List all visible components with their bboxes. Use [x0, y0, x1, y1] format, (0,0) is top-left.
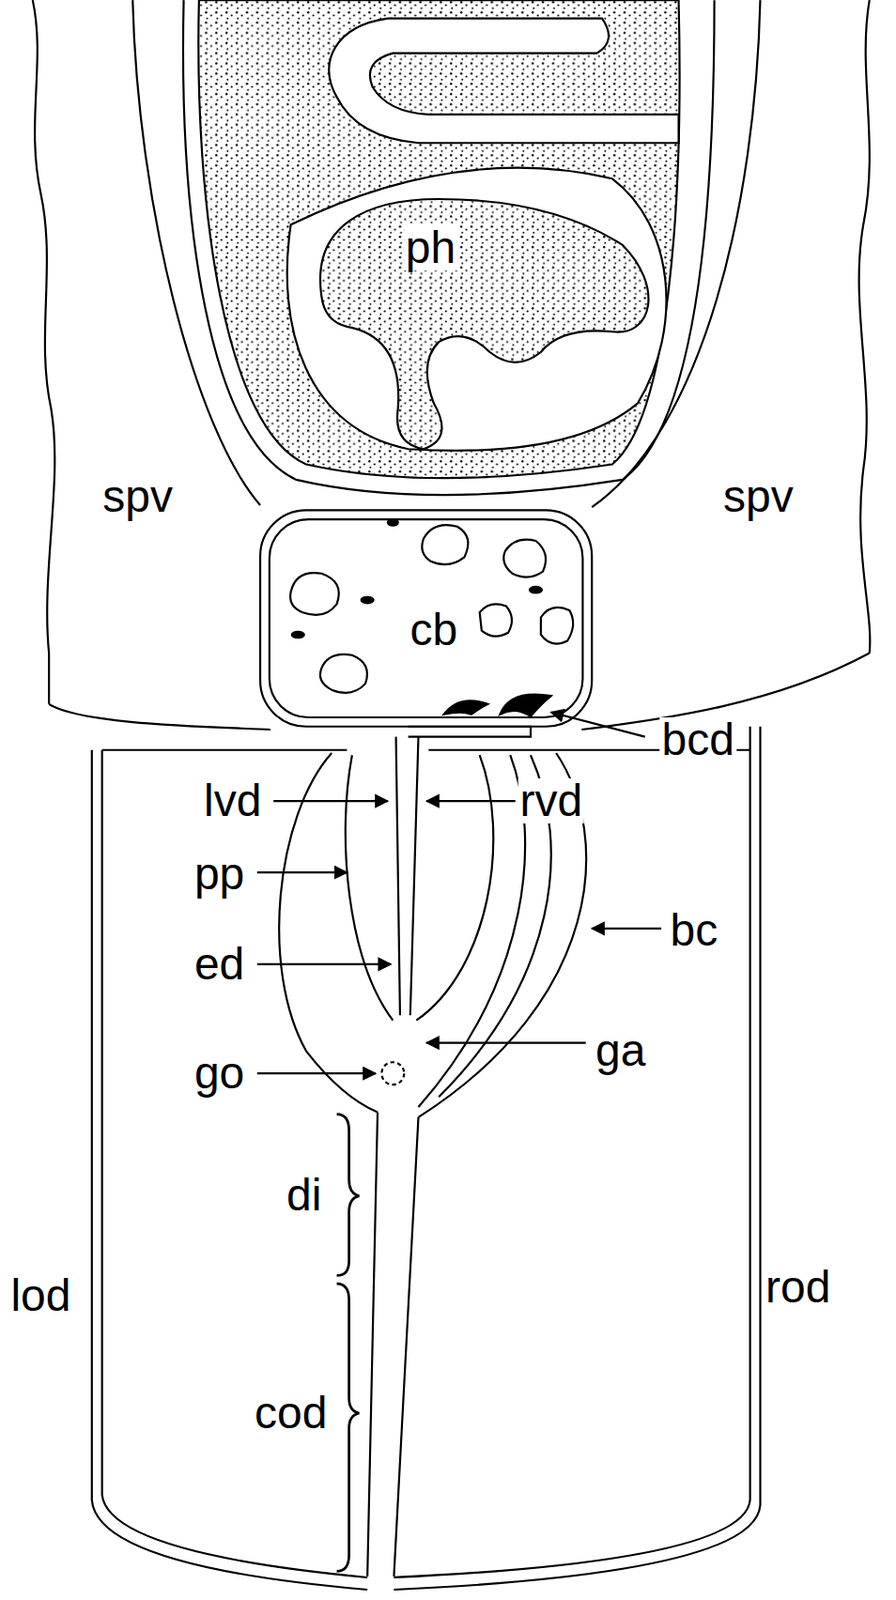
- penis-papilla-right: [416, 755, 494, 1021]
- body-margin-left: [32, 0, 56, 705]
- leader-arrow: [426, 800, 516, 803]
- bulb-inner-wall: [269, 519, 584, 718]
- body-margin-right: [859, 0, 871, 653]
- part-label: ph: [403, 225, 458, 271]
- leader-arrow: [273, 800, 388, 803]
- leader-arrows: [257, 712, 662, 1075]
- part-label: lod: [8, 1273, 73, 1319]
- bursal-canal-left: [278, 753, 378, 1113]
- part-label: ga: [593, 1028, 648, 1074]
- atrium-and-ducts: [92, 726, 761, 1591]
- leader-arrow: [257, 1072, 376, 1075]
- leader-arrow: [257, 963, 391, 966]
- part-label: di: [284, 1173, 324, 1219]
- part-label: ed: [192, 942, 247, 988]
- pharynx-wall: [198, 0, 680, 479]
- leader-arrow: [257, 871, 348, 874]
- part-label: rod: [763, 1265, 833, 1311]
- part-label: cb: [407, 607, 460, 653]
- atrium-roof: [102, 749, 751, 752]
- leader-arrow: [426, 1042, 587, 1045]
- penis-papilla-left: [345, 755, 394, 1021]
- brace: [337, 1283, 360, 1572]
- bursal-canal-duct: [444, 700, 489, 714]
- left-oviduct: [92, 750, 368, 1591]
- gonopore: [381, 1062, 404, 1085]
- leader-arrow: [591, 927, 662, 930]
- bursal-canal-wall: [417, 755, 526, 1108]
- body-outline: [32, 0, 871, 751]
- part-label: spv: [100, 474, 175, 520]
- bulb-floor: [408, 726, 531, 738]
- part-label: rvd: [517, 778, 585, 824]
- right-oviduct: [393, 726, 760, 1591]
- part-label: go: [192, 1050, 247, 1097]
- pharyngeal-pocket: [183, 0, 715, 495]
- bulb-vesicle: [540, 607, 573, 645]
- part-label: spv: [721, 474, 796, 520]
- bulb-nucleus: [292, 632, 305, 639]
- bulb-vesicle: [503, 540, 546, 578]
- leader-arrow: [551, 712, 646, 738]
- bulb-vesicle: [479, 603, 512, 636]
- bulb-vesicle: [421, 525, 468, 565]
- bursal-canal-right: [417, 753, 587, 1118]
- part-label: bcd: [660, 717, 737, 763]
- bulb-vesicle: [320, 654, 368, 694]
- brace: [337, 1114, 360, 1277]
- pharynx-core: [320, 199, 649, 449]
- common-oviduct: [367, 1112, 418, 1576]
- bulb-nucleus: [529, 587, 542, 594]
- part-label: lvd: [201, 778, 263, 824]
- pharynx-lumen-top: [328, 18, 679, 144]
- bursal-canal-duct: [499, 695, 551, 717]
- copulatory-bulb: [260, 509, 592, 737]
- braces: [337, 1114, 360, 1573]
- part-label: bc: [668, 908, 721, 954]
- pharynx-cavity: [287, 168, 667, 451]
- bulb-nucleus: [387, 519, 399, 526]
- bulb-nucleus: [361, 597, 374, 604]
- bulb-vesicle: [290, 572, 340, 616]
- part-label: cod: [252, 1390, 329, 1437]
- bulb-wall: [260, 509, 592, 727]
- ejaculatory-duct: [396, 737, 419, 1017]
- part-label: pp: [192, 851, 247, 897]
- spv-floor-left: [48, 704, 271, 730]
- pharynx: [183, 0, 715, 495]
